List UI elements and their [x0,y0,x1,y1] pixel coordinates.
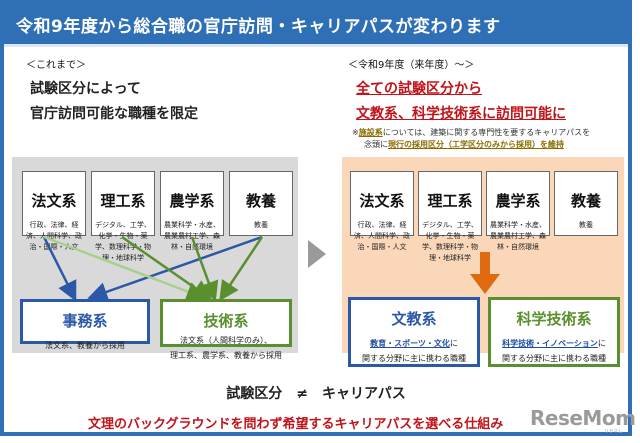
left-subject-riko: 理工系 デジタル、工学、化学・生物・薬学、数理科学・物理・地球科学 [91,171,155,262]
footer-equation: 試験区分 ≠ キャリアパス [226,386,406,402]
track-name: 技術系 [203,312,249,330]
track-desc-line2: 関する分野に主に携わる職種 [362,354,466,363]
subject-desc: 農業科学・水産、農業農村工学、森林・自然環境 [164,221,220,251]
track-desc: 法文系、教養から採用 [45,341,125,350]
subject-desc: デジタル、工学、化学・生物・薬学、数理科学・物理・地球科学 [95,221,151,262]
track-suffix: に [449,339,458,348]
transition-arrow [308,240,326,268]
track-name: 科学技術系 [516,310,592,328]
left-line1: 試験区分によって [30,81,141,97]
subject-name: 教養 [570,192,601,210]
right-subject-kyoyo: 教養 教養 [554,171,618,236]
down-arrow-icon [470,252,500,294]
track-highlight: 教育・スポーツ・文化 [370,339,450,348]
track-name: 事務系 [62,312,108,330]
note-text: については、建築に関する専門性を要するキャリアパスを [382,128,591,137]
left-line2: 官庁訪問可能な職種を限定 [30,106,198,122]
track-bunkyo: 文教系 教育・スポーツ・文化に 関する分野に主に携わる職種 [348,297,480,367]
subject-desc: 行政、法律、経済、人間科学、政治・国際・人文 [354,221,410,251]
subject-name: 理工系 [100,192,146,210]
subject-desc: 教養 [579,221,593,229]
track-desc: 科学技術・イノベーションに 関する分野に主に携わる職種 [491,336,617,366]
arrow-kyoyo-gijutsu [219,236,264,302]
subject-name: 理工系 [427,192,473,210]
title-rule [4,44,628,47]
logo-text: ReseMom [530,406,636,430]
arrow-hobun-gijutsu [43,235,207,302]
arrow-nogaku-gijutsu [190,236,219,302]
track-gijutsu: 技術系 [160,299,292,347]
left-connector-arrows [42,235,264,302]
right-heading: ＜令和9年度（来年度）～＞ [348,60,475,71]
subject-desc: デジタル、工学、化学・生物・薬学、数理科学・物理・地球科学 [422,221,478,262]
right-line2: 文教系、科学技術系に訪問可能に [356,106,566,122]
track-jimu: 事務系 法文系、教養から採用 [20,299,150,350]
subject-desc: 行政、法律、経済、人間科学、政治・国際・人文 [26,221,82,251]
track-desc-line1: 法文系（人間科学のみ）、 [180,336,272,345]
note-mark: ※ [352,128,359,137]
track-desc-line2: 理工系、農学系、教養から採用 [170,351,282,360]
left-heading: ＜これまで＞ [26,60,86,71]
note-text: 念頭に [364,140,388,149]
footer-message: 文理のバックグラウンドを問わず希望するキャリアパスを選べる仕組み [88,417,504,432]
track-kagakugijutsu: 科学技術系 科学技術・イノベーションに 関する分野に主に携わる職種 [488,297,620,367]
subject-name: 農学系 [495,192,541,210]
page-title: 令和9年度から総合職の官庁訪問・キャリアパスが変わります [16,17,501,37]
note-emphasis: 現行の採用区分（工学区分のみから採用）を維持 [388,140,564,149]
right-subject-nogaku: 農学系 農業科学・水産、農業農村工学、森林・自然環境 [486,171,550,251]
subject-name: 教養 [245,192,276,210]
subject-desc: 教養 [254,221,268,229]
arrow-kyoyo-jimu [87,235,263,302]
track-gijutsu-desc: 法文系（人間科学のみ）、 理工系、農学系、教養から採用 [160,333,292,363]
logo-sub: リセマム [604,429,623,435]
note-line1: ※施設系については、建築に関する専門性を要するキャリアパスを [352,127,590,138]
arrow-hobun-jimu [42,236,77,302]
right-line1: 全ての試験区分から [356,81,482,97]
subject-name: 法文系 [31,192,77,210]
track-suffix: に [597,339,606,348]
left-subject-hobun: 法文系 行政、法律、経済、人間科学、政治・国際・人文 [22,171,86,251]
left-subject-nogaku: 農学系 農業科学・水産、農業農村工学、森林・自然環境 [160,171,224,251]
note-line2: 念頭に現行の採用区分（工学区分のみから採用）を維持 [364,139,564,150]
arrow-riko-gijutsu [121,235,213,300]
track-name: 文教系 [391,310,437,328]
resemom-logo: ReseMom リセマム [530,406,636,435]
track-desc: 教育・スポーツ・文化に 関する分野に主に携わる職種 [351,336,477,366]
track-highlight: 科学技術・イノベーション [502,339,598,348]
right-subject-riko: 理工系 デジタル、工学、化学・生物・薬学、数理科学・物理・地球科学 [418,171,482,262]
subject-desc: 農業科学・水産、農業農村工学、森林・自然環境 [490,221,546,251]
track-desc-line2: 関する分野に主に携わる職種 [502,354,606,363]
subject-name: 法文系 [359,192,405,210]
subject-name: 農学系 [169,192,215,210]
title-bar: 令和9年度から総合職の官庁訪問・キャリアパスが変わります [4,4,628,44]
right-subject-hobun: 法文系 行政、法律、経済、人間科学、政治・国際・人文 [350,171,414,251]
left-subject-kyoyo: 教養 教養 [229,171,293,236]
note-emphasis: 施設系 [358,128,383,137]
